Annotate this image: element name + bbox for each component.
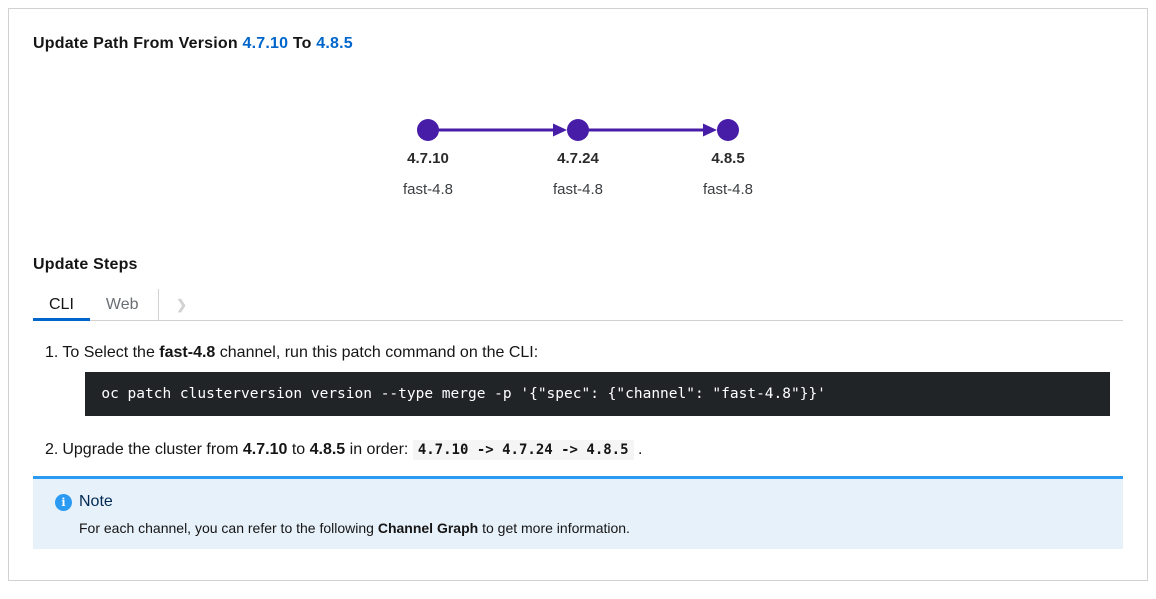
node-channel-label: fast-4.8: [552, 181, 604, 198]
tab-web[interactable]: Web: [90, 289, 155, 320]
cli-code-block: oc patch clusterversion version --type m…: [85, 372, 1110, 416]
to-version-bold: 4.8.5: [309, 441, 346, 458]
node-version-label: 4.7.24: [557, 150, 599, 167]
title-prefix: Update Path From Version: [33, 35, 238, 52]
channel-graph-ref: Channel Graph: [377, 520, 479, 536]
version-node: [417, 119, 439, 141]
tab-divider: [157, 289, 159, 320]
tab-cli[interactable]: CLI: [33, 289, 90, 321]
step-list: 1. To Select the fast-4.8 channel, run t…: [33, 344, 1123, 460]
version-node: [717, 119, 739, 141]
step-text: To Select the fast-4.8 channel, run this…: [62, 344, 539, 361]
version-node: [567, 119, 589, 141]
from-version-bold: 4.7.10: [242, 441, 288, 458]
info-icon: i: [55, 493, 72, 511]
update-path-graph: 4.7.10 4.7.24 4.8.5 fast-4.8 fast-4.8 fa…: [403, 117, 753, 200]
note-body: For each channel, you can refer to the f…: [79, 520, 630, 536]
arrowhead-icon: [703, 123, 717, 137]
step-item-1: 1. To Select the fast-4.8 channel, run t…: [33, 344, 1123, 416]
upgrade-order-code: 4.7.10 -> 4.7.24 -> 4.8.5: [412, 440, 634, 460]
node-version-label: 4.8.5: [711, 150, 745, 167]
step-number: 2.: [45, 441, 59, 458]
node-version-label: 4.7.10: [407, 150, 449, 167]
steps-tabs: CLI Web ❯: [33, 289, 1123, 321]
step-item-2: 2. Upgrade the cluster from 4.7.10 to 4.…: [33, 440, 1123, 460]
step-number: 1.: [45, 344, 59, 361]
page-title: Update Path From Version 4.7.10 To 4.8.5: [33, 35, 1123, 53]
from-version: 4.7.10: [242, 35, 289, 52]
update-path-card: Update Path From Version 4.7.10 To 4.8.5…: [8, 8, 1148, 581]
step-text: Upgrade the cluster from 4.7.10 to 4.8.5…: [62, 440, 643, 460]
note-alert: i Note For each channel, you can refer t…: [33, 476, 1123, 549]
node-channel-labels: fast-4.8 fast-4.8 fast-4.8: [403, 181, 753, 200]
note-header: i Note: [55, 493, 1107, 511]
arrowhead-icon: [553, 123, 567, 137]
to-version: 4.8.5: [316, 35, 353, 52]
title-to-label: To: [292, 35, 312, 52]
channel-name: fast-4.8: [159, 344, 216, 361]
update-steps-heading: Update Steps: [33, 256, 138, 273]
node-channel-label: fast-4.8: [702, 181, 754, 198]
update-graph-svg: [417, 119, 739, 141]
note-title: Note: [79, 493, 113, 510]
node-channel-label: fast-4.8: [402, 181, 454, 198]
chevron-right-icon[interactable]: ❯: [159, 289, 205, 320]
node-version-labels: 4.7.10 4.7.24 4.8.5: [407, 150, 745, 169]
